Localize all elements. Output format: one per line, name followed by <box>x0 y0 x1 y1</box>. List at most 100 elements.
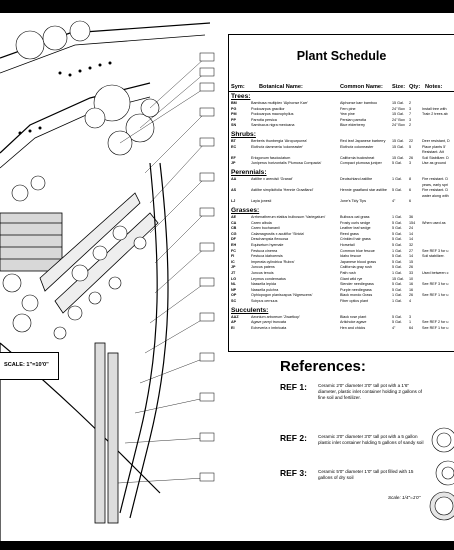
cell-sym: AA <box>231 177 237 181</box>
cell-notes: See REF 1 for u <box>422 325 449 330</box>
cell-com: Common blue fescue <box>340 248 375 253</box>
cell-notes: Place plants 5' <box>422 144 446 149</box>
cell-com: Purple needlegrass <box>340 287 372 292</box>
cell-qty: 14 <box>409 237 414 242</box>
cell-bot: Equisetum hyemale <box>251 243 284 247</box>
header-rule <box>229 91 454 92</box>
cell-qty: 26 <box>409 155 414 160</box>
cell-qty: 33 <box>409 271 414 275</box>
cell-qty: 26 <box>409 265 414 270</box>
cell-sym: FI <box>231 254 235 259</box>
cell-qty: 4 <box>409 299 412 303</box>
cell-notes: Fire resistant. D <box>422 188 449 193</box>
cell-size: 1 Gal. <box>392 248 402 253</box>
cell-bot: Berberis thunbergia 'Atropurpurea' <box>251 139 308 143</box>
cell-qty: 7 <box>409 112 412 117</box>
cell-qty: 32 <box>409 243 414 247</box>
cell-com: Blue elderberry <box>340 123 366 128</box>
cell-com: California gray rush <box>340 265 372 270</box>
column-header-common: Common Name: <box>340 84 383 90</box>
section-header: Trees: <box>231 93 251 100</box>
cell-bot: Imperata cylindrica 'Rubra' <box>251 259 295 264</box>
cell-com: Crinkled hair grass <box>340 237 371 242</box>
cell-size: 5 Gal. <box>392 220 402 225</box>
cell-bot: Layia jonesii <box>251 199 272 204</box>
cell-sym: PM <box>231 112 237 117</box>
cell-sym: OP <box>231 293 237 298</box>
section-header: Perennials: <box>231 169 267 176</box>
cell-sym: NL <box>231 282 236 287</box>
cell-qty: 15 <box>409 259 414 264</box>
cell-com: Compact plumosa juniper <box>340 161 382 166</box>
cell-bot: Carex buchananii <box>251 226 280 231</box>
cell-sym: NP <box>231 287 237 292</box>
cell-bot: Scirpus cernuus <box>251 299 278 303</box>
cell-bot: Juniperus horizontalis 'Plumosa Compacta… <box>251 161 322 166</box>
cell-bot: Agave parryi truncata <box>251 320 287 325</box>
cell-com: Slender needlegrass <box>340 282 374 287</box>
cell-bot: Sambucus nigra mexicana <box>251 123 295 128</box>
cell-bot: Podocarpus macrophyllus <box>251 112 294 117</box>
cell-notes: See REF 2 for u <box>422 320 449 325</box>
cell-qty: 22 <box>409 139 414 143</box>
cell-sym: BT <box>231 139 236 143</box>
cell-size: 24" Box <box>392 117 405 122</box>
cell-com: Fern pine <box>340 106 356 111</box>
cell-bot: Deschampsia flexuosa <box>251 237 289 242</box>
cell-com: Japanese blood grass <box>340 259 377 264</box>
cell-size: 5 Gal. <box>392 265 402 270</box>
cell-sym: CB <box>231 226 237 231</box>
cell-size: 1 Gal. <box>392 177 402 181</box>
cell-bot: Calamagrostis x acutiflor 'Stricta' <box>251 231 305 236</box>
cell-size: 5 Gal. <box>392 231 402 236</box>
reference-text: Ceramic 5'0" diameter 1'0" tall pot fill… <box>318 469 414 480</box>
cell-notes: Train 2 trees ab <box>422 112 448 117</box>
cell-size: 5 Gal. <box>392 320 402 325</box>
cell-com: Giant wild rye <box>340 276 363 281</box>
cell-qty: 3 <box>409 314 412 319</box>
cell-com: Fiber optics plant <box>340 299 369 303</box>
cell-sym: EH <box>231 243 237 247</box>
cell-sym: LG <box>231 276 237 281</box>
cell-bot: Festuca cinerea <box>251 248 278 253</box>
cell-sym: BM <box>231 101 237 105</box>
cell-qty: 10 <box>409 276 414 281</box>
cell-qty: 1 <box>409 320 412 325</box>
cell-size: 24" Box <box>392 106 405 111</box>
cell-sym: AAZ <box>231 314 239 319</box>
section-header: Grasses: <box>231 207 260 214</box>
cell-size: 15 Gal. <box>392 144 404 149</box>
cell-notes: Resistant. Att <box>422 150 444 155</box>
cell-sym: DF <box>231 237 236 242</box>
cell-size: 5 Gal. <box>392 282 402 287</box>
cell-qty: 2 <box>409 101 412 105</box>
cell-notes: Soil stabilizer. <box>422 254 445 259</box>
cell-qty: 26 <box>409 293 414 298</box>
cell-sym: AP <box>231 320 237 325</box>
cell-size: 1 Gal. <box>392 215 402 219</box>
cell-size: 1 Gal. <box>392 271 402 275</box>
cell-size: 15 Gal. <box>392 155 404 160</box>
cell-qty: 64 <box>409 325 414 330</box>
cell-com: Path rush <box>340 271 356 275</box>
cell-notes: Used between c <box>422 271 449 275</box>
column-header-qty: Qty: <box>409 84 421 90</box>
cell-sym: JP <box>231 161 236 166</box>
cell-sym: PG <box>231 106 237 111</box>
cell-size: 5 Gal. <box>392 254 402 259</box>
